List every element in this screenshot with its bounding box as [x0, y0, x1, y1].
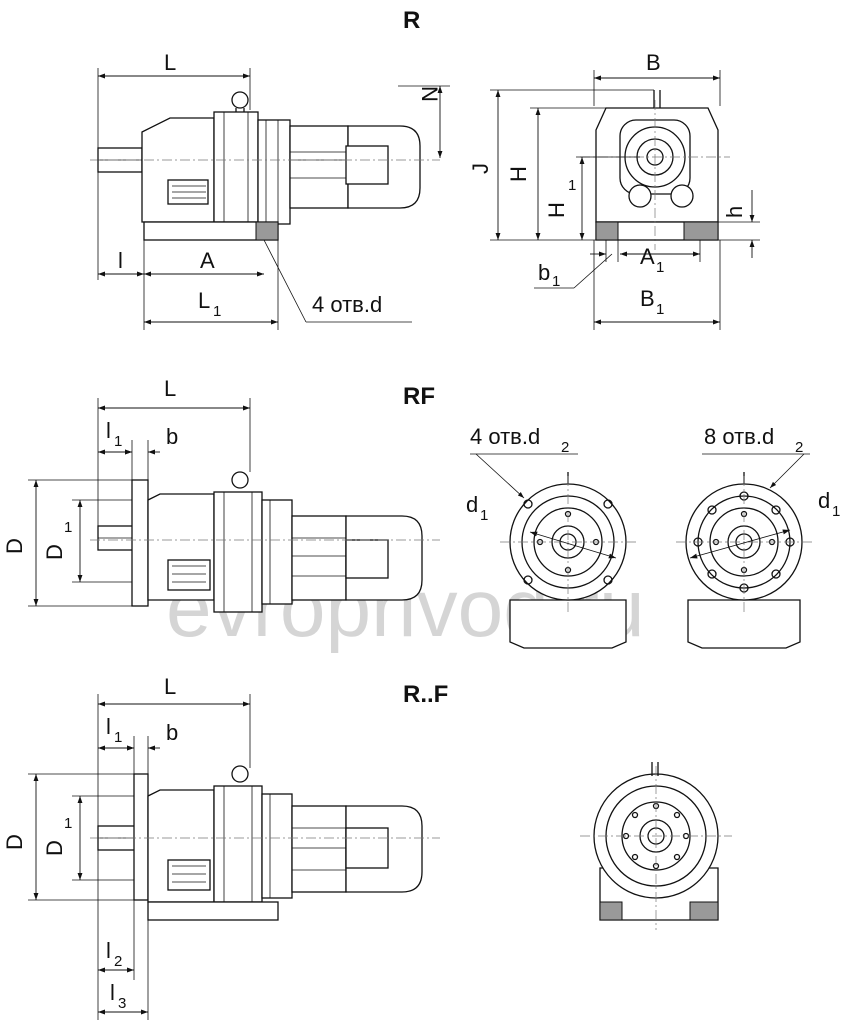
rf-dim-holes4: 4 отв.d	[470, 424, 540, 449]
r-dim-H: H	[506, 166, 531, 182]
r-dim-b1-sub: 1	[552, 273, 560, 290]
rpf-dim-l1: l	[106, 714, 111, 739]
rf-dim-d1-left-sub: 1	[480, 507, 488, 524]
section-rf-title: RF	[403, 383, 435, 410]
r-dim-H1-sub: 1	[568, 177, 576, 194]
rpf-dim-L: L	[164, 674, 176, 699]
rf-side-dimensions: L l 1 b D D 1	[2, 376, 251, 607]
r-dim-L: L	[164, 50, 176, 75]
r-dim-A: A	[200, 248, 215, 273]
section-rpf-title: R..F	[403, 681, 448, 708]
rpf-dim-D1-sub: 1	[64, 815, 72, 832]
rpf-dim-l3-sub: 3	[118, 995, 126, 1012]
r-dim-L1: L	[198, 288, 210, 313]
rpf-dim-l2-sub: 2	[114, 953, 122, 970]
r-dim-l: l	[118, 248, 123, 273]
rpf-dim-D: D	[2, 834, 27, 850]
rf-dim-holes8: 8 отв.d	[704, 424, 774, 449]
r-dim-A1-sub: 1	[656, 259, 664, 276]
section-r-title: R	[403, 7, 420, 34]
r-dim-B1: B	[640, 286, 655, 311]
r-dim-B1-sub: 1	[656, 301, 664, 318]
r-dim-J: J	[468, 163, 493, 174]
rpf-dim-l1-sub: 1	[114, 729, 122, 746]
r-dim-holes: 4 отв.d	[312, 292, 382, 317]
section-r: R	[90, 7, 760, 330]
r-front-view	[580, 90, 730, 250]
rpf-dim-D1: D	[42, 840, 67, 856]
rf-dim-holes8-sub: 2	[795, 439, 803, 456]
section-rpf: R..F	[2, 674, 732, 1020]
rf-dim-D: D	[2, 538, 27, 554]
rf-front-view-4-holes	[500, 472, 636, 649]
r-dim-H1: H	[544, 202, 569, 218]
r-side-view	[90, 91, 440, 241]
rf-front-8-labels: 8 отв.d 2 d 1	[702, 424, 840, 520]
rpf-dim-b: b	[166, 720, 178, 745]
section-rf: RF L	[2, 376, 840, 649]
rf-dim-l1-sub: 1	[114, 433, 122, 450]
r-side-dimensions: L l A L 1 4 отв.d N	[97, 50, 450, 330]
rpf-side-view	[90, 765, 440, 921]
rf-dim-d1-right-sub: 1	[832, 503, 840, 520]
rf-front-view-8-holes	[676, 472, 812, 649]
rpf-dim-l3: l	[110, 980, 115, 1005]
r-dim-L1-sub: 1	[213, 303, 221, 320]
r-front-dimensions: B J H H 1 h A 1 b 1	[468, 50, 760, 330]
rf-front-4-labels: 4 отв.d 2 d 1	[466, 424, 578, 524]
r-dim-A1: A	[640, 244, 655, 269]
rf-dim-l1: l	[106, 418, 111, 443]
rf-dim-d1-left: d	[466, 492, 478, 517]
rf-dim-L: L	[164, 376, 176, 401]
rf-dim-d1-right: d	[818, 488, 830, 513]
rf-dim-D1: D	[42, 544, 67, 560]
rpf-dim-l2: l	[106, 938, 111, 963]
rf-side-view	[90, 471, 440, 613]
rf-dim-b: b	[166, 424, 178, 449]
r-dim-b1: b	[538, 260, 550, 285]
rf-dim-holes4-sub: 2	[561, 439, 569, 456]
r-dim-h: h	[722, 206, 747, 218]
rpf-side-dimensions: L l 1 b D D 1 l 2 l 3	[2, 674, 251, 1020]
r-dim-B: B	[646, 50, 661, 75]
r-dim-N: N	[417, 86, 442, 102]
rpf-front-view	[580, 762, 732, 930]
rf-dim-D1-sub: 1	[64, 519, 72, 536]
